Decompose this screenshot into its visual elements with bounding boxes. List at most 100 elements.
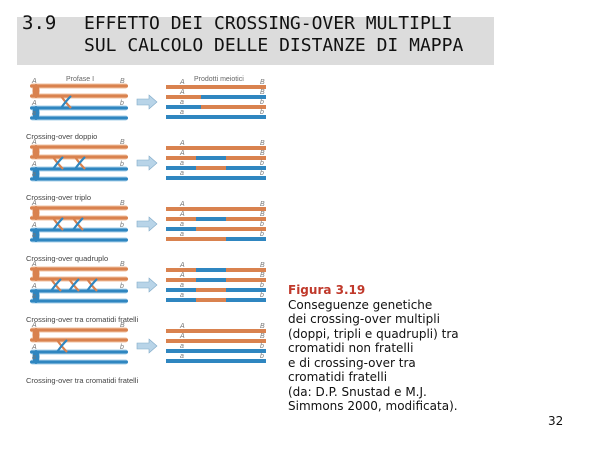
prophase-chromatid-core xyxy=(30,177,128,181)
product-chromatid-segment xyxy=(196,268,226,272)
product-chromatid-segment xyxy=(166,105,201,109)
product-chromatid-segment xyxy=(166,349,266,353)
figure-caption: Figura 3.19 Conseguenze genetiche dei cr… xyxy=(288,283,488,414)
arrow-icon xyxy=(136,277,158,293)
allele-label: B xyxy=(260,89,265,96)
caption-line: dei crossing-over multipli xyxy=(288,312,440,326)
product-chromatid-segment xyxy=(226,298,266,302)
crossover-bridge xyxy=(52,217,64,231)
crossover-bridge xyxy=(68,278,80,292)
product-chromatid-segment xyxy=(226,156,266,160)
centromere xyxy=(32,206,40,220)
allele-label: b xyxy=(260,282,264,289)
crossover-bridge xyxy=(74,156,86,170)
product-chromatid-segment xyxy=(166,85,266,89)
caption-line: Conseguenze genetiche xyxy=(288,297,433,312)
allele-label: b xyxy=(120,344,124,351)
product-chromatid-segment xyxy=(166,227,196,231)
section-label: Crossing-over tra cromatidi fratelli xyxy=(26,376,138,385)
caption-line: (da: D.P. Snustad e M.J. xyxy=(288,384,427,399)
section-label: Crossing-over quadruplo xyxy=(26,254,108,263)
column-header-products: Prodotti meiotici xyxy=(194,76,244,83)
allele-label: b xyxy=(260,160,264,167)
allele-label: B xyxy=(120,200,125,207)
allele-label: a xyxy=(32,354,36,361)
allele-label: B xyxy=(260,262,265,269)
product-chromatid-segment xyxy=(166,146,266,150)
prophase-chromatid-core xyxy=(30,94,128,98)
product-chromatid-segment xyxy=(196,217,226,221)
product-chromatid-segment xyxy=(226,237,266,241)
allele-label: a xyxy=(180,99,184,106)
centromere xyxy=(32,328,40,342)
allele-label: a xyxy=(32,232,36,239)
allele-label: b xyxy=(260,221,264,228)
allele-label: A xyxy=(179,140,185,147)
allele-label: A xyxy=(31,78,37,85)
prophase-chromatid-core xyxy=(30,238,128,242)
product-chromatid-segment xyxy=(196,156,226,160)
allele-label: a xyxy=(180,109,184,116)
product-chromatid-segment xyxy=(226,278,266,282)
product-chromatid-segment xyxy=(166,166,196,170)
caption-line: cromatidi non fratelli xyxy=(288,341,414,355)
prophase-chromatid-core xyxy=(30,145,128,149)
product-chromatid-segment xyxy=(166,359,266,363)
allele-label: A xyxy=(31,222,37,229)
prophase-chromatid-core xyxy=(30,84,128,88)
arrow-icon xyxy=(136,155,158,171)
product-chromatid-segment xyxy=(166,339,266,343)
product-chromatid-segment xyxy=(166,298,196,302)
allele-label: a xyxy=(180,292,184,299)
product-chromatid-segment xyxy=(226,288,266,292)
allele-label: B xyxy=(260,211,265,218)
product-chromatid-segment xyxy=(166,176,266,180)
allele-label: b xyxy=(120,283,124,290)
allele-label: A xyxy=(179,262,185,269)
crossover-bridge xyxy=(86,278,98,292)
product-chromatid-segment xyxy=(166,329,266,333)
caption-line: e di crossing-over tra xyxy=(288,355,416,370)
allele-label: b xyxy=(120,222,124,229)
allele-label: A xyxy=(179,333,185,340)
product-chromatid-segment xyxy=(166,156,196,160)
allele-label: A xyxy=(179,211,185,218)
allele-label: a xyxy=(32,293,36,300)
crossover-bridge xyxy=(52,156,64,170)
allele-label: a xyxy=(180,170,184,177)
centromere xyxy=(32,167,40,181)
prophase-chromatid-core xyxy=(30,338,128,342)
caption-line: (doppi, tripli e quadrupli) tra xyxy=(288,326,459,341)
title-line-1: EFFETTO DEI CROSSING-OVER MULTIPLI xyxy=(84,13,453,34)
product-chromatid-segment xyxy=(201,95,266,99)
allele-label: A xyxy=(31,261,37,268)
allele-label: B xyxy=(120,261,125,268)
title-line-2: SUL CALCOLO DELLE DISTANZE DI MAPPA xyxy=(84,35,464,56)
prophase-chromatid-core xyxy=(30,350,128,354)
allele-label: a xyxy=(32,171,36,178)
centromere xyxy=(32,267,40,281)
allele-label: b xyxy=(260,353,264,360)
allele-label: A xyxy=(31,283,37,290)
crossover-bridge xyxy=(72,217,84,231)
product-chromatid-segment xyxy=(166,207,266,211)
title-banner xyxy=(17,17,494,65)
column-header-prophase: Profase I xyxy=(66,76,94,83)
arrow-icon xyxy=(136,216,158,232)
allele-label: a xyxy=(180,282,184,289)
allele-label: a xyxy=(180,221,184,228)
allele-label: B xyxy=(260,79,265,86)
product-chromatid-segment xyxy=(226,166,266,170)
product-chromatid-segment xyxy=(166,217,196,221)
centromere xyxy=(32,145,40,159)
allele-label: a xyxy=(180,231,184,238)
centromere xyxy=(32,84,40,98)
arrow-icon xyxy=(136,338,158,354)
allele-label: b xyxy=(260,231,264,238)
caption-line: Simmons 2000, modificata). xyxy=(288,399,458,413)
product-chromatid-segment xyxy=(166,278,196,282)
allele-label: B xyxy=(260,323,265,330)
prophase-chromatid-core xyxy=(30,216,128,220)
arrow-icon xyxy=(136,94,158,110)
